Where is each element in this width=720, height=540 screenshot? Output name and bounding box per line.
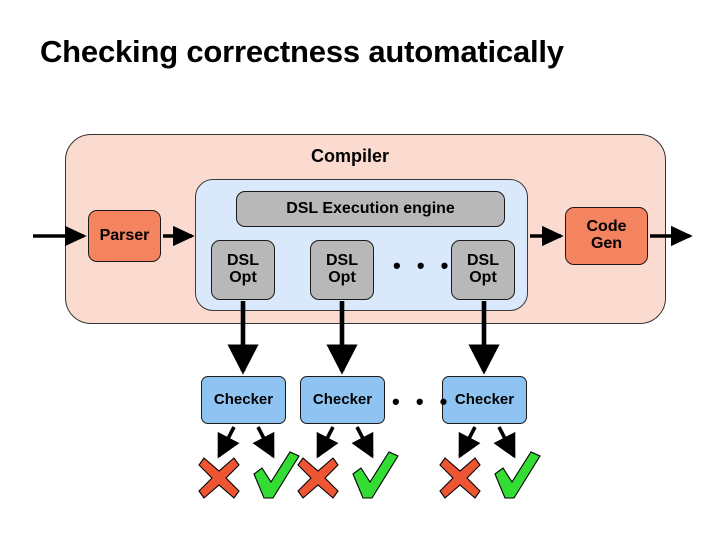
red-cross-mark <box>198 457 240 499</box>
checker-box-3-label: Checker <box>454 391 515 409</box>
result-fail-3 <box>439 457 481 499</box>
result-pass-1 <box>253 451 300 499</box>
dsl-opt-2-line1: DSL <box>326 252 358 270</box>
dsl-opt-3-line2: Opt <box>469 269 497 286</box>
code-gen-line1: Code <box>586 218 627 236</box>
dsl-opt-1-line1: DSL <box>227 252 259 270</box>
dsl-opt-box-3: DSL Opt <box>451 240 515 300</box>
dsl-opt-box-2-label: DSL Opt <box>326 252 358 287</box>
dsl-opt-box-3-label: DSL Opt <box>467 252 499 287</box>
result-fail-1 <box>198 457 240 499</box>
checker-box-1: Checker <box>201 376 286 424</box>
checker-box-3: Checker <box>442 376 527 424</box>
checker-box-1-label: Checker <box>213 391 274 409</box>
dsl-opt-3-line1: DSL <box>467 252 499 270</box>
parser-box: Parser <box>88 210 161 262</box>
parser-label: Parser <box>99 226 150 244</box>
checker-3-to-fail-arrow <box>458 426 481 459</box>
dsl-execution-engine-header-label: DSL Execution engine <box>286 199 455 217</box>
checker-ellipsis: • • • <box>392 389 453 414</box>
checker-box-2: Checker <box>300 376 385 424</box>
checker-box-2-label: Checker <box>312 391 373 409</box>
dsl-execution-engine-header: DSL Execution engine <box>236 191 505 227</box>
red-cross-mark <box>297 457 339 499</box>
checker-1-to-fail-arrow <box>217 426 240 459</box>
code-gen-line2: Gen <box>590 235 623 252</box>
green-check-mark <box>352 451 399 499</box>
page-title: Checking correctness automatically <box>40 34 564 69</box>
result-fail-2 <box>297 457 339 499</box>
checker-3-to-pass-arrow <box>493 426 516 459</box>
result-pass-2 <box>352 451 399 499</box>
green-check-mark <box>494 451 541 499</box>
dsl-opt-2-line2: Opt <box>328 269 356 286</box>
code-gen-box: Code Gen <box>565 207 648 265</box>
dsl-opt-box-2: DSL Opt <box>310 240 374 300</box>
red-cross-mark <box>439 457 481 499</box>
dsl-opt-box-1: DSL Opt <box>211 240 275 300</box>
checker-1-to-pass-arrow <box>252 426 275 459</box>
dsl-opt-ellipsis: • • • <box>393 253 454 278</box>
dsl-opt-box-1-label: DSL Opt <box>227 252 259 287</box>
checker-2-to-fail-arrow <box>316 426 339 459</box>
compiler-label: Compiler <box>310 146 389 166</box>
dsl-opt-1-line2: Opt <box>229 269 257 286</box>
result-pass-3 <box>494 451 541 499</box>
code-gen-label: Code Gen <box>586 218 627 253</box>
green-check-mark <box>253 451 300 499</box>
checker-2-to-pass-arrow <box>351 426 374 459</box>
